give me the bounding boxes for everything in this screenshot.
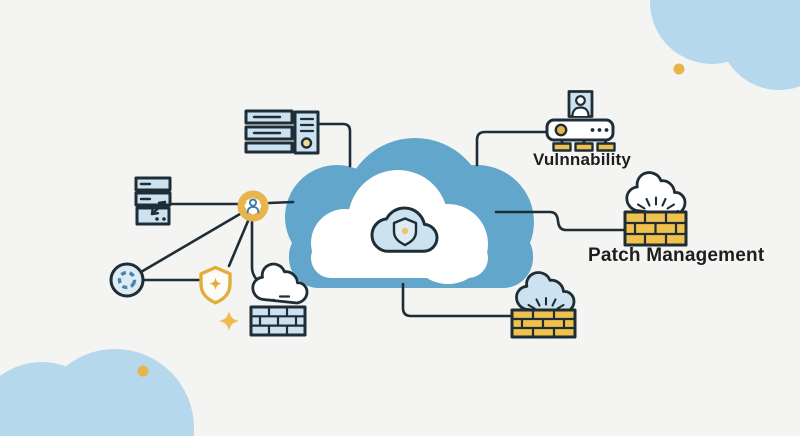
decorative-cloud-bottom-left	[0, 349, 194, 436]
server-transfer-icon	[134, 176, 172, 226]
brick-wall	[249, 305, 307, 337]
link-cloud-to-scanner	[475, 130, 548, 167]
shield-star-icon	[199, 265, 232, 305]
scanner-device-icon	[545, 90, 616, 152]
firewall-left-icon	[249, 262, 309, 337]
scanner-stands	[552, 140, 616, 152]
gold-dot-bottom-left	[137, 365, 149, 377]
firewall-bottom-icon	[510, 271, 577, 339]
brick-wall	[510, 308, 577, 339]
user-glyph	[246, 198, 260, 214]
link-badge-to-cloud	[267, 200, 295, 205]
sync-dashed-circle-icon	[109, 262, 145, 298]
vulnerability-label: Vulnnability	[532, 150, 632, 169]
ray-marks	[527, 296, 565, 310]
brick-wall	[623, 210, 688, 247]
link-badge-to-sync	[139, 212, 242, 274]
decorative-cloud-top-right	[650, 0, 800, 90]
link-cloud-to-patch	[494, 210, 626, 232]
link-badge-to-shield	[227, 219, 250, 268]
user-badge-icon	[237, 190, 269, 222]
link-cloud-to-firewall-bottom	[401, 282, 513, 318]
transfer-arrow-icon	[150, 200, 167, 216]
firewall-patch-icon	[623, 171, 688, 247]
link-rack-to-cloud	[316, 122, 352, 168]
server-rack-icon	[244, 109, 320, 155]
gold-dot-top-right	[673, 63, 685, 75]
cloud-shield-icon	[370, 206, 439, 253]
sparkle-icon	[219, 311, 239, 331]
patch-management-label: Patch Management	[588, 245, 765, 266]
